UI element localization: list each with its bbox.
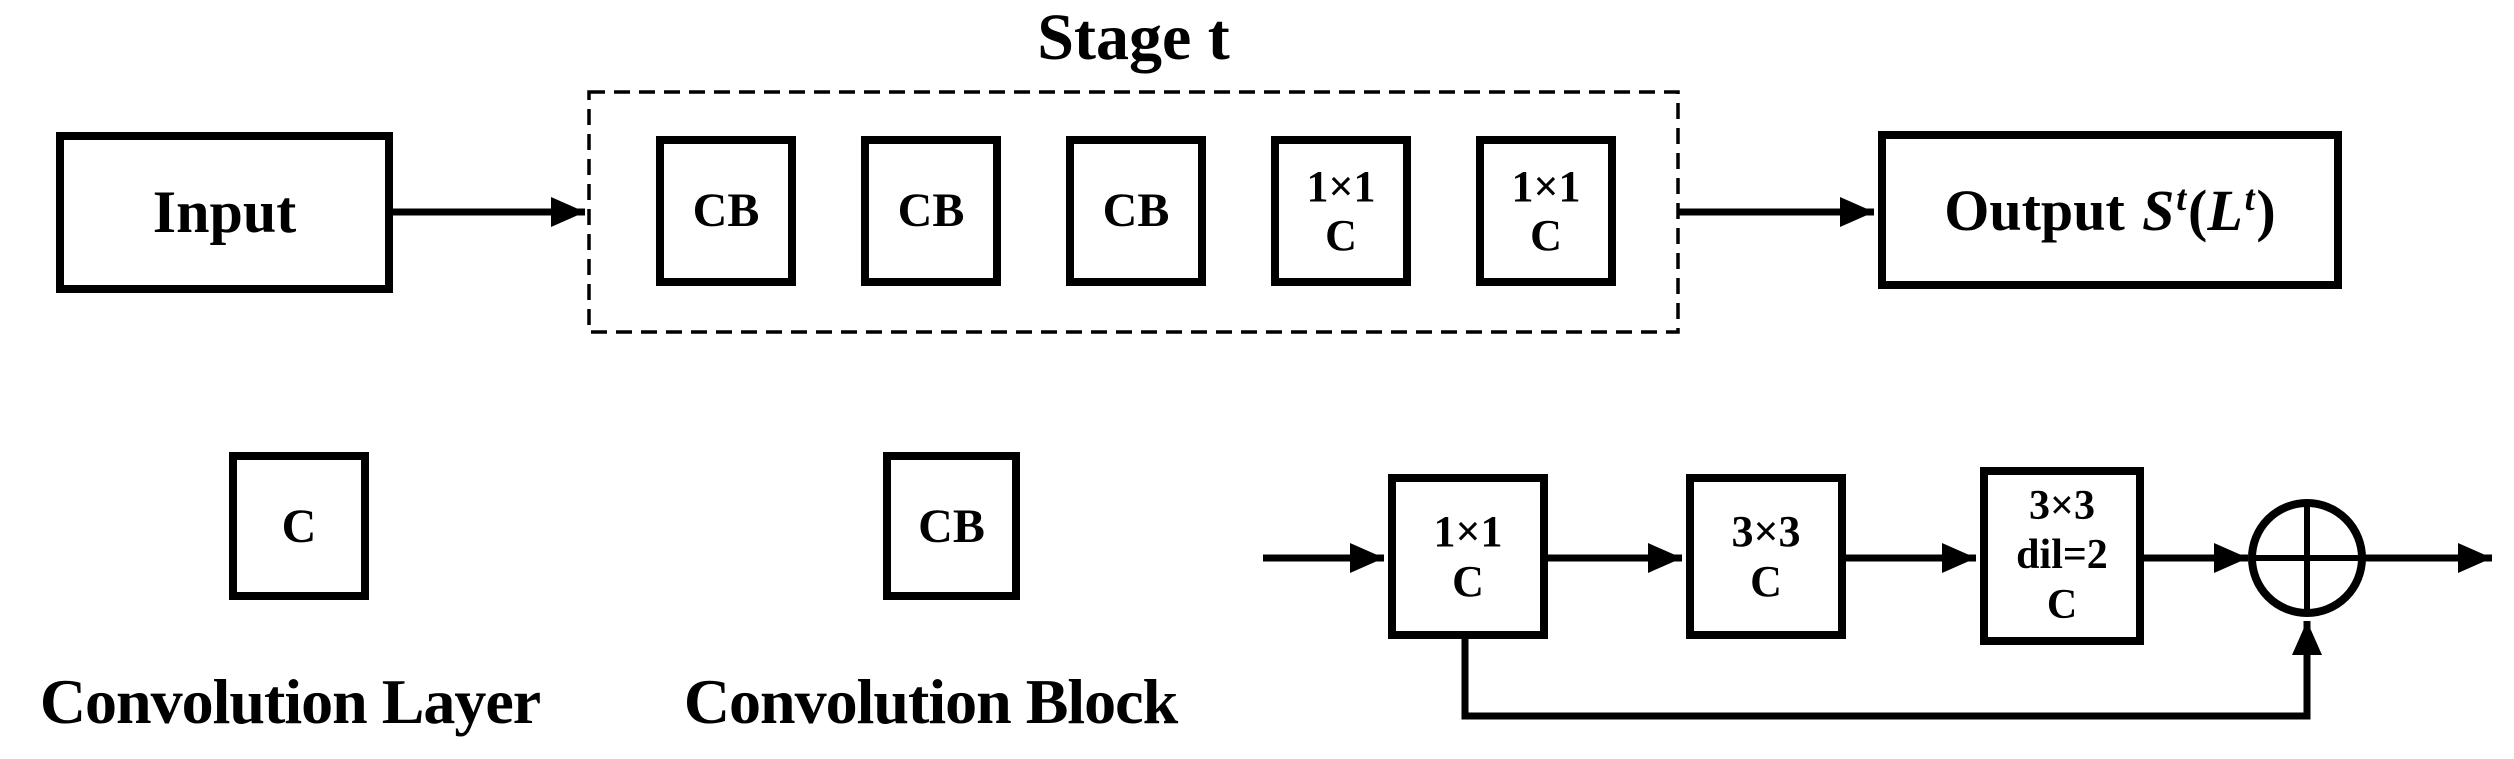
- stage-block-label: CB: [1102, 183, 1170, 237]
- stage-title: Stage t: [1037, 1, 1230, 74]
- stage-block-label-line2: C: [1325, 211, 1357, 260]
- legend-conv-layer-caption: Convolution Layer: [39, 666, 541, 737]
- stage-block-cb-1: CB: [656, 136, 796, 286]
- output-open-paren: (: [2188, 177, 2208, 243]
- stage-block-conv1x1-1: 1×1 C: [1271, 136, 1411, 286]
- legend-conv-block-caption: Convolution Block: [683, 666, 1178, 737]
- legend-conv-block-box: CB: [883, 452, 1020, 600]
- output-var-s: S: [2142, 177, 2175, 243]
- output-word: Output: [1944, 177, 2125, 243]
- input-box: Input: [56, 132, 393, 293]
- stage-block-label-line1: 1×1: [1511, 161, 1581, 211]
- stage-block-label: CB: [897, 183, 965, 237]
- stage-block-cb-2: CB: [861, 136, 1001, 286]
- detail-box-label-line2: C: [1452, 556, 1484, 606]
- detail-box-label-line3: C: [2046, 581, 2078, 628]
- detail-box-label-line1: 3×3: [1731, 507, 1801, 557]
- output-var-l: L: [2207, 177, 2243, 243]
- stage-block-label-line2: C: [1530, 211, 1562, 260]
- stage-block-label: CB: [692, 183, 760, 237]
- legend-conv-layer-box-label: C: [281, 499, 317, 553]
- stage-block-conv1x1-2: 1×1 C: [1476, 136, 1616, 286]
- detail-conv1x1-box: 1×1 C: [1388, 474, 1548, 639]
- detail-dilated-conv3x3-box: 3×3 dil=2 C: [1980, 467, 2144, 645]
- input-label: Input: [152, 179, 297, 245]
- stage-block-label-line1: 1×1: [1306, 161, 1376, 211]
- output-sup-t1: t: [2176, 177, 2187, 218]
- output-sup-t2: t: [2244, 177, 2255, 218]
- detail-box-label-line2: dil=2: [2016, 532, 2108, 579]
- legend-conv-block-box-label: CB: [918, 499, 985, 553]
- legend-conv-layer-box: C: [229, 452, 369, 600]
- stage-block-cb-3: CB: [1066, 136, 1206, 286]
- detail-conv3x3-box: 3×3 C: [1686, 474, 1846, 639]
- output-close-paren: ): [2256, 177, 2276, 243]
- detail-box-label-line1: 1×1: [1433, 507, 1503, 557]
- detail-box-label-line1: 3×3: [2029, 482, 2095, 529]
- detail-box-label-line2: C: [1750, 556, 1782, 606]
- circle-plus-icon: [2248, 499, 2366, 617]
- skip-connection-line: [1461, 621, 2322, 720]
